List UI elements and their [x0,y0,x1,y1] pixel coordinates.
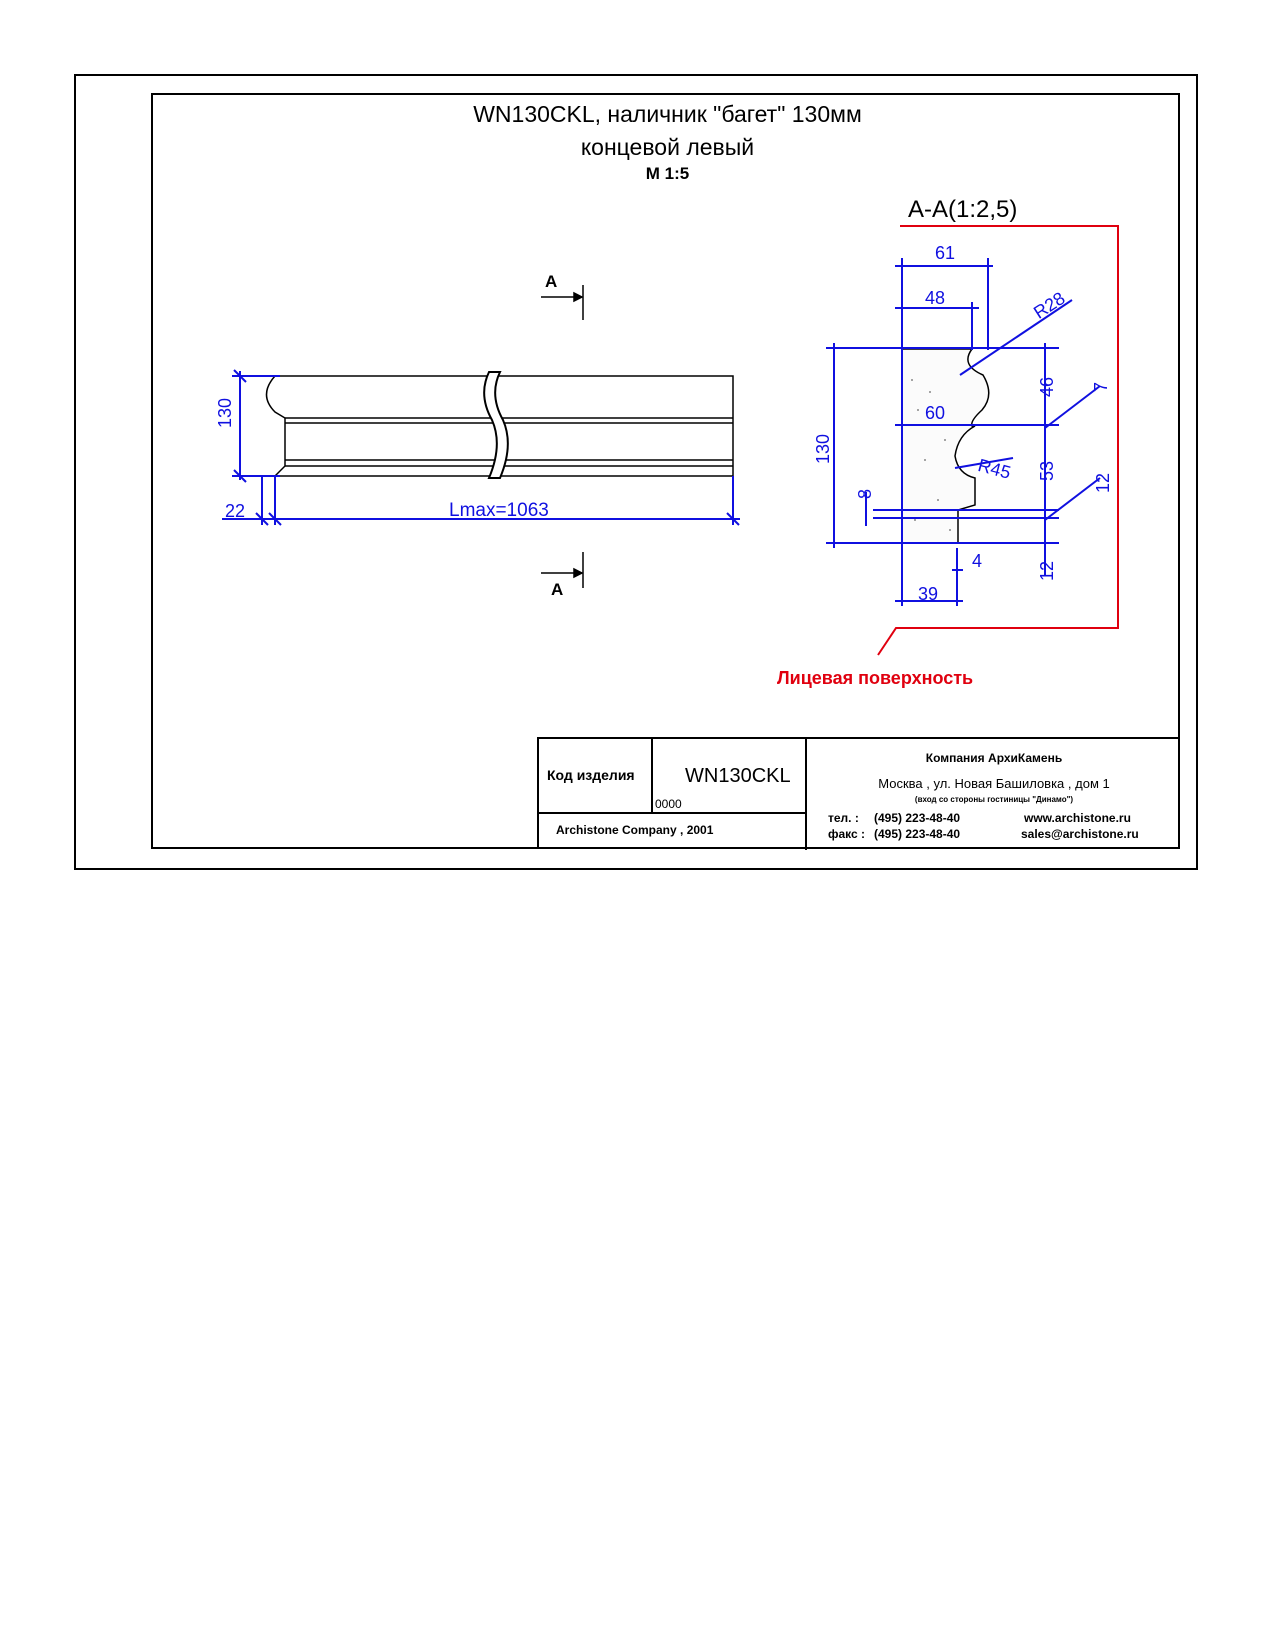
code-small: 0000 [655,797,682,811]
inner-frame [151,93,1180,849]
dim-8: 8 [855,488,875,499]
drawing-scale: М 1:5 [645,164,690,183]
code-label: Код изделия [547,767,635,783]
title-block: Код изделия WN130CKL 0000 Archistone Com… [537,737,1181,850]
code-label-cell: Код изделия [539,739,653,814]
dim-end-front: 22 [225,501,246,521]
front-view [265,375,734,477]
dim-130: 130 [813,433,833,464]
section-mark-top: А [545,272,558,291]
code-value-cell: WN130CKL 0000 [653,739,807,814]
company-name: Компания АрхиКамень [925,751,1063,765]
section-hatch [911,379,951,531]
face-surface-outline [877,225,1119,656]
dim-12b: 12 [1037,560,1057,581]
section-arrow-bottom [541,552,584,588]
dim-12a: 12 [1093,472,1113,493]
dim-53: 53 [1037,460,1057,481]
drawing-subtitle: концевой левый [580,134,755,160]
dim-length-front: Lmax=1063 [449,500,549,521]
dim-46: 46 [1037,376,1057,397]
copyright: Archistone Company , 2001 [556,823,714,837]
code-value: WN130CKL [685,765,791,787]
dim-39: 39 [918,584,939,604]
front-dimensions [222,369,740,526]
fax-number: (495) 223-48-40 [874,827,961,841]
section-dimensions [826,258,1101,606]
fax-label: факс : [828,827,866,841]
company-address-note: (вход со стороны гостиницы "Динамо") [914,795,1074,804]
section-mark-bottom: А [551,580,564,599]
dim-4: 4 [972,551,983,571]
section-label: А-А(1:2,5) [908,196,1018,223]
company-address: Москва , ул. Новая Башиловка , дом 1 [878,776,1110,791]
drawing-title: WN130CKL, наличник "багет" 130мм [473,101,862,127]
dim-60: 60 [925,403,946,423]
email-link[interactable]: sales@archistone.ru [1021,827,1139,841]
copyright-cell: Archistone Company , 2001 [539,814,807,850]
company-cell: Компания АрхиКамень Москва , ул. Новая Б… [807,739,1181,850]
section-profile [901,348,990,544]
break-mark [483,371,509,479]
website-link[interactable]: www.archistone.ru [1024,811,1131,825]
section-arrow-top [541,285,584,320]
face-surface-label: Лицевая поверхность [777,668,974,688]
tel-label: тел. : [828,811,859,825]
outer-frame [74,74,1198,870]
dim-height-front: 130 [215,397,235,428]
tel-number: (495) 223-48-40 [874,811,961,825]
dim-7: 7 [1091,381,1111,392]
dim-61: 61 [935,243,956,263]
dim-48: 48 [925,288,946,308]
